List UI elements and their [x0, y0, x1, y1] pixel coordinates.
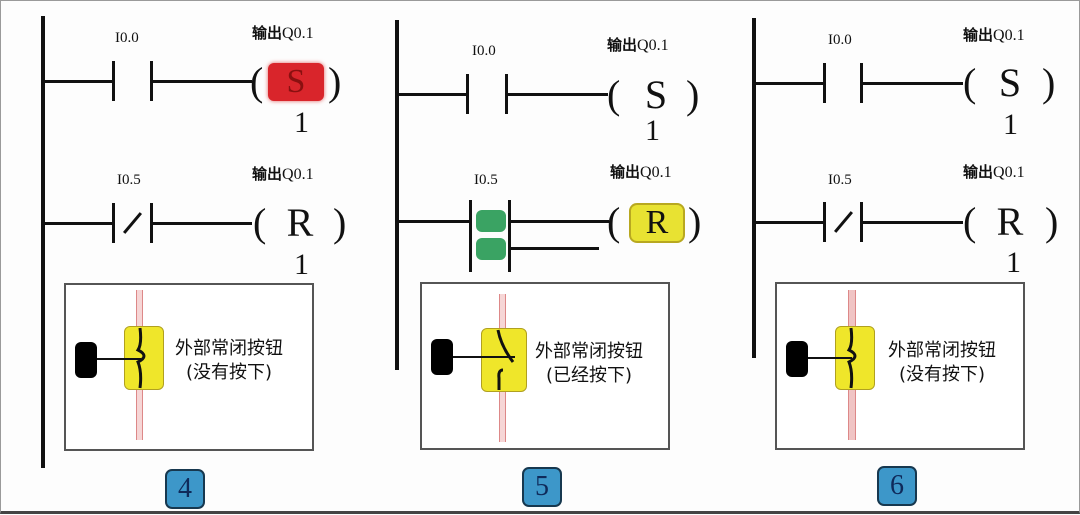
coil-left-paren: (	[250, 59, 264, 104]
rung-wire	[43, 80, 113, 83]
coil-right-paren: )	[1045, 199, 1059, 244]
panel-step-4: I0.0 输出Q0.1 ( S ) 1 I0.5 输出Q0.1 ( R ) 1 …	[0, 0, 360, 515]
contact-left-bar	[112, 203, 115, 243]
panel-step-5: I0.0 输出Q0.1 ( S ) 1 I0.5 输出Q0.1 ( R ) 外部…	[360, 0, 720, 515]
coil-param: 1	[294, 248, 309, 281]
contact-left-bar	[823, 202, 826, 242]
rung-wire	[152, 80, 252, 83]
output-label: 输出Q0.1	[963, 163, 1025, 181]
rung-wire	[398, 220, 470, 223]
nc-switch-contact-icon	[135, 327, 146, 389]
contact-right-bar	[150, 203, 153, 243]
output-label: 输出Q0.1	[607, 36, 669, 54]
coil-left-paren: (	[253, 200, 267, 245]
nc-contact-slash	[833, 211, 854, 233]
button-caption-line2: (没有按下)	[898, 364, 986, 385]
panel-step-6: I0.0 输出Q0.1 ( S ) 1 I0.5 输出Q0.1 ( R ) 1 …	[720, 0, 1080, 515]
coil-left-paren: (	[963, 199, 977, 244]
rung-wire	[508, 93, 608, 96]
power-rail	[41, 16, 45, 468]
power-rail	[752, 18, 756, 358]
nc-button-body	[481, 328, 527, 392]
contact-label: I0.5	[474, 172, 498, 188]
nc-switch-contact-icon	[846, 327, 857, 389]
contact-label: I0.0	[472, 43, 496, 59]
button-illustration-box	[775, 282, 1025, 450]
button-stem	[97, 358, 141, 360]
rung-wire	[863, 221, 963, 224]
contact-left-bar	[112, 61, 115, 101]
button-caption-line2: (没有按下)	[185, 362, 273, 383]
button-caption-line2: (已经按下)	[545, 365, 633, 386]
reset-coil-highlighted: R	[629, 203, 685, 243]
button-knob	[786, 341, 808, 377]
rung-wire	[755, 221, 825, 224]
rung-wire	[43, 222, 113, 225]
reset-coil: R	[996, 199, 1024, 244]
contact-right-bar	[860, 63, 863, 103]
button-caption-line1: 外部常闭按钮	[888, 340, 996, 361]
button-stem	[808, 357, 852, 359]
contact-label: I0.0	[828, 32, 852, 48]
coil-left-paren: (	[607, 199, 621, 244]
rung-wire	[398, 93, 468, 96]
step-badge: 4	[165, 469, 205, 509]
contact-left-bar	[466, 74, 469, 114]
step-badge: 6	[877, 466, 917, 506]
step-badge: 5	[522, 467, 562, 507]
contact-right-bar	[860, 202, 863, 242]
coil-right-paren: )	[333, 200, 347, 245]
contact-label: I0.0	[115, 30, 139, 46]
output-label: 输出Q0.1	[610, 163, 672, 181]
coil-right-paren: )	[328, 59, 342, 104]
button-caption-line1: 外部常闭按钮	[175, 338, 283, 359]
contact-label: I0.5	[828, 172, 852, 188]
no-switch-open-icon	[496, 329, 515, 390]
rung-wire	[755, 82, 825, 85]
rung-wire	[511, 220, 609, 223]
coil-right-paren: )	[1042, 60, 1056, 105]
coil-param: 1	[1003, 108, 1018, 141]
coil-param: 1	[294, 106, 309, 139]
output-label: 输出Q0.1	[252, 165, 314, 183]
reset-coil: R	[286, 200, 314, 245]
output-label: 输出Q0.1	[252, 24, 314, 42]
contact-right-bar	[150, 61, 153, 101]
button-caption: 外部常闭按钮 (没有按下)	[888, 339, 996, 387]
rung-wire-lower	[511, 247, 599, 250]
set-coil: S	[998, 60, 1022, 105]
rung-wire	[863, 82, 963, 85]
contact-left-bar	[823, 63, 826, 103]
coil-right-paren: )	[688, 199, 702, 244]
coil-left-paren: (	[963, 60, 977, 105]
set-coil: S	[644, 72, 668, 117]
coil-param: 1	[1006, 246, 1021, 279]
button-stem	[453, 356, 515, 358]
button-knob	[75, 342, 97, 378]
contact-left-bar	[469, 200, 472, 272]
rung-wire	[152, 222, 252, 225]
button-illustration-box	[420, 282, 670, 450]
set-coil-highlighted: S	[268, 63, 324, 101]
power-rail	[395, 20, 399, 370]
button-illustration-box	[64, 283, 314, 451]
output-label: 输出Q0.1	[963, 26, 1025, 44]
nc-contact-slash	[122, 212, 143, 234]
contact-label: I0.5	[117, 172, 141, 188]
contact-right-bar	[508, 200, 511, 272]
coil-right-paren: )	[686, 72, 700, 117]
coil-left-paren: (	[607, 72, 621, 117]
button-caption: 外部常闭按钮 (已经按下)	[535, 340, 643, 388]
active-contact-indicator	[476, 238, 506, 260]
button-knob	[431, 339, 453, 375]
active-contact-indicator	[476, 210, 506, 232]
contact-right-bar	[505, 74, 508, 114]
button-caption: 外部常闭按钮 (没有按下)	[175, 337, 283, 385]
coil-param: 1	[645, 114, 660, 147]
button-caption-line1: 外部常闭按钮	[535, 341, 643, 362]
